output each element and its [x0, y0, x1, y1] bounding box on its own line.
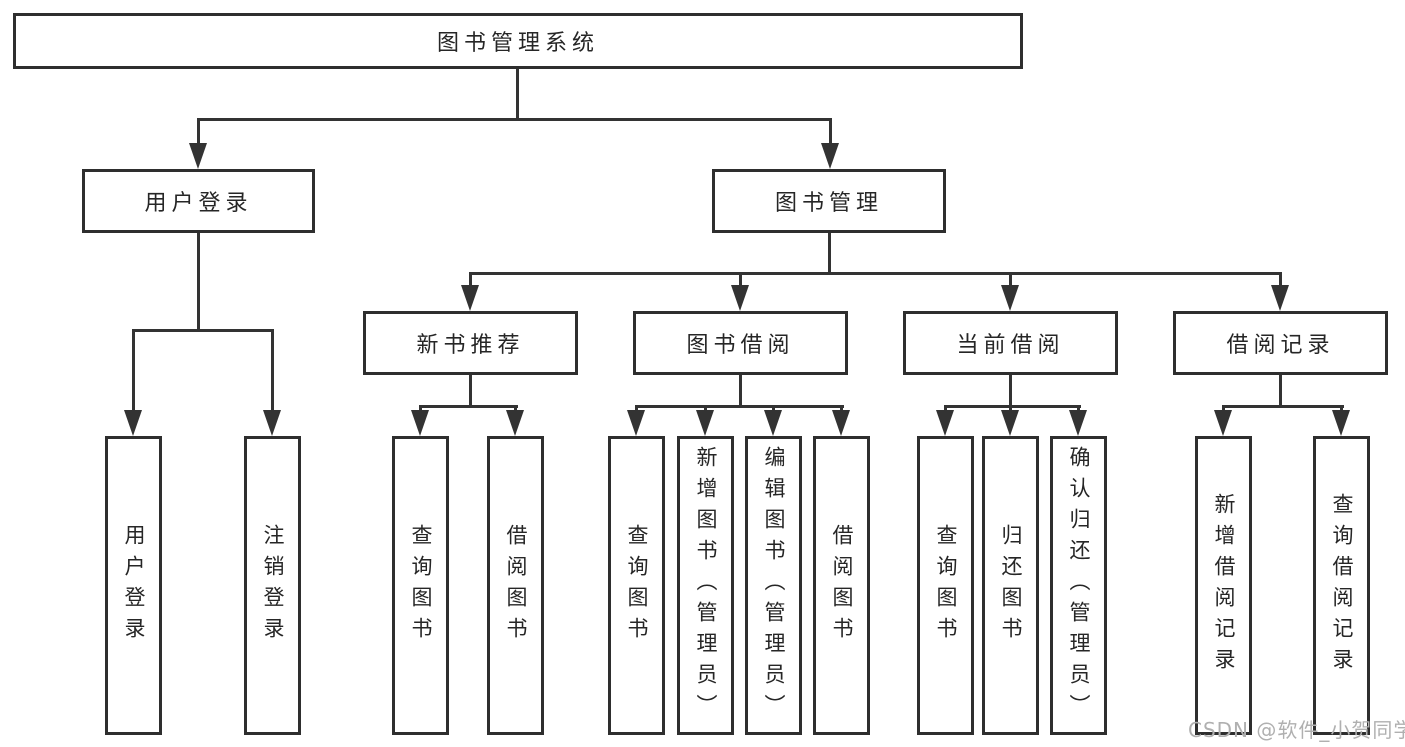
- leaf-query-book-recommend: 查询图书: [392, 436, 449, 735]
- connector-line: [418, 404, 518, 408]
- connector-line: [515, 69, 519, 121]
- connector-line: [131, 328, 135, 410]
- connector-line: [196, 233, 200, 332]
- connector-line: [943, 404, 947, 410]
- connector-line: [1221, 404, 1344, 408]
- leaf-query-borrow-record: 查询借阅记录: [1313, 436, 1370, 735]
- connector-line: [1008, 375, 1012, 408]
- arrowhead-icon: [124, 410, 142, 436]
- arrowhead-icon: [1214, 410, 1232, 436]
- arrowhead-icon: [1001, 285, 1019, 311]
- leaf-edit-book-admin: 编辑图书（管理员）: [745, 436, 802, 735]
- arrowhead-icon: [461, 285, 479, 311]
- connector-line: [131, 328, 274, 332]
- leaf-add-book-admin: 新增图书（管理员）: [677, 436, 734, 735]
- arrowhead-icon: [1271, 285, 1289, 311]
- arrowhead-icon: [263, 410, 281, 436]
- arrowhead-icon: [189, 143, 207, 169]
- connector-line: [468, 375, 472, 408]
- connector-line: [1278, 271, 1282, 285]
- leaf-add-borrow-record: 新增借阅记录: [1195, 436, 1252, 735]
- leaf-user-login: 用户登录: [105, 436, 162, 735]
- node-new-book-recommend: 新书推荐: [363, 311, 578, 375]
- connector-line: [196, 117, 832, 121]
- arrowhead-icon: [731, 285, 749, 311]
- connector-line: [738, 271, 742, 285]
- connector-line: [418, 404, 422, 410]
- connector-line: [828, 117, 832, 143]
- leaf-borrow-book: 借阅图书: [813, 436, 870, 735]
- connector-line: [634, 404, 638, 410]
- node-book-borrow: 图书借阅: [633, 311, 848, 375]
- connector-line: [1278, 375, 1282, 408]
- leaf-query-book-borrow: 查询图书: [608, 436, 665, 735]
- arrowhead-icon: [1332, 410, 1350, 436]
- csdn-watermark: CSDN @软件_小贺同学: [1188, 718, 1405, 742]
- connector-line: [634, 404, 844, 408]
- connector-line: [827, 232, 831, 275]
- connector-line: [270, 328, 274, 410]
- node-root: 图书管理系统: [13, 13, 1023, 69]
- leaf-query-book-current: 查询图书: [917, 436, 974, 735]
- connector-line: [468, 271, 1282, 275]
- arrowhead-icon: [506, 410, 524, 436]
- node-book-management: 图书管理: [712, 169, 946, 233]
- arrowhead-icon: [1001, 410, 1019, 436]
- connector-line: [1221, 404, 1225, 410]
- connector-line: [1008, 404, 1012, 410]
- connector-line: [513, 404, 517, 410]
- connector-line: [196, 117, 200, 143]
- node-user-login: 用户登录: [82, 169, 315, 233]
- connector-line: [839, 404, 843, 410]
- connector-line: [1008, 271, 1012, 285]
- arrowhead-icon: [1069, 410, 1087, 436]
- connector-line: [1339, 404, 1343, 410]
- leaf-borrow-book-recommend: 借阅图书: [487, 436, 544, 735]
- node-borrow-records: 借阅记录: [1173, 311, 1388, 375]
- connector-line: [771, 404, 775, 410]
- leaf-return-book: 归还图书: [982, 436, 1039, 735]
- leaf-logout: 注销登录: [244, 436, 301, 735]
- node-current-borrow: 当前借阅: [903, 311, 1118, 375]
- arrowhead-icon: [832, 410, 850, 436]
- connector-line: [703, 404, 707, 410]
- connector-line: [1076, 404, 1080, 410]
- connector-line: [738, 375, 742, 408]
- arrowhead-icon: [821, 143, 839, 169]
- connector-line: [943, 404, 1081, 408]
- connector-line: [468, 271, 472, 285]
- arrowhead-icon: [696, 410, 714, 436]
- arrowhead-icon: [936, 410, 954, 436]
- arrowhead-icon: [627, 410, 645, 436]
- arrowhead-icon: [411, 410, 429, 436]
- leaf-confirm-return-admin: 确认归还（管理员）: [1050, 436, 1107, 735]
- arrowhead-icon: [764, 410, 782, 436]
